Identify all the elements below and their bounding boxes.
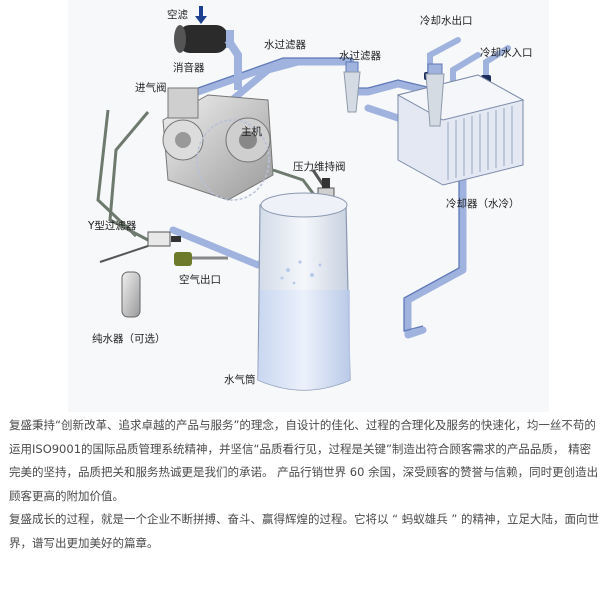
diagram-svg: 空滤 消音器 进气阀 主机 水过滤器 水过滤器 冷却水出口 冷却水入口 压力维持… [87, 6, 533, 391]
label-water-filter-1: 水过滤器 [264, 38, 306, 51]
label-y-filter: Y型过滤器 [87, 219, 137, 232]
label-pressure-valve: 压力维持阀 [293, 160, 346, 173]
label-water-filter-2: 水过滤器 [339, 49, 381, 62]
water-filter-2 [425, 63, 445, 127]
label-muffler: 消音器 [173, 61, 205, 74]
label-main-unit: 主机 [241, 125, 262, 138]
label-cooling-water-in: 冷却水入口 [480, 46, 533, 59]
label-air-outlet: 空气出口 [179, 273, 221, 286]
y-filter-unit [99, 231, 181, 318]
intro-paragraph-1: 复盛秉持“创新改革、追求卓越的产品与服务”的理念，自设计的佳化、过程的合理化及服… [9, 418, 599, 503]
label-intake-valve: 进气阀 [135, 81, 167, 94]
label-water-tank: 水气筒 [224, 373, 256, 386]
label-cooling-water-out: 冷却水出口 [420, 14, 473, 27]
label-water-purifier: 纯水器（可选） [92, 332, 166, 345]
compressor-diagram: 空滤 消音器 进气阀 主机 水过滤器 水过滤器 冷却水出口 冷却水入口 压力维持… [68, 0, 549, 412]
company-intro: 复盛秉持“创新改革、追求卓越的产品与服务”的理念，自设计的佳化、过程的合理化及服… [9, 414, 601, 555]
water-gas-tank [257, 192, 351, 391]
intro-paragraph-2: 复盛成长的过程，就是一个企业不断拼搏、奋斗、赢得辉煌的过程。它将以 “ 蚂蚁雄兵… [9, 512, 600, 550]
air-outlet-valve [174, 252, 228, 266]
main-compressor [162, 87, 274, 201]
label-cooler: 冷却器（水冷） [446, 197, 520, 210]
cooler-unit [396, 74, 525, 186]
diagram-labels: 空滤 消音器 进气阀 主机 水过滤器 水过滤器 冷却水出口 冷却水入口 压力维持… [87, 8, 533, 386]
label-air-filter: 空滤 [167, 8, 188, 21]
water-filter-1 [343, 61, 361, 113]
